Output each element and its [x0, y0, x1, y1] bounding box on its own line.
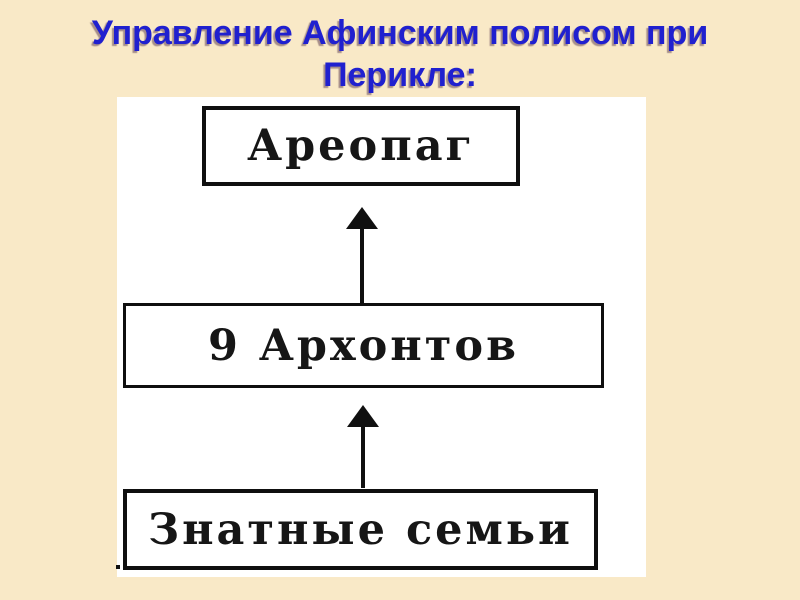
slide-title-line-2: Перикле:: [323, 56, 477, 94]
arrow-families-to-archons: [347, 405, 379, 488]
arrow-up-head-icon: [346, 207, 378, 229]
slide-title-line-1: Управление Афинским полисом при: [91, 14, 709, 52]
arrow-shaft: [361, 427, 365, 488]
node-areopag-label: Ареопаг: [247, 121, 475, 171]
node-archons-label: 9 Архонтов: [208, 320, 519, 371]
arrow-up-head-icon: [347, 405, 379, 427]
diagram-panel: Ареопаг 9 Архонтов Знатные семьи: [116, 97, 646, 577]
slide-title: Управление Афинским полисом при Перикле:: [0, 12, 800, 96]
node-families-label: Знатные семьи: [148, 504, 573, 555]
arrow-shaft: [360, 229, 364, 303]
node-areopag: Ареопаг: [202, 106, 520, 186]
node-archons: 9 Архонтов: [123, 303, 604, 388]
stray-dot-artifact: [116, 565, 120, 569]
arrow-archons-to-areopag: [346, 207, 378, 303]
node-families: Знатные семьи: [123, 489, 598, 570]
